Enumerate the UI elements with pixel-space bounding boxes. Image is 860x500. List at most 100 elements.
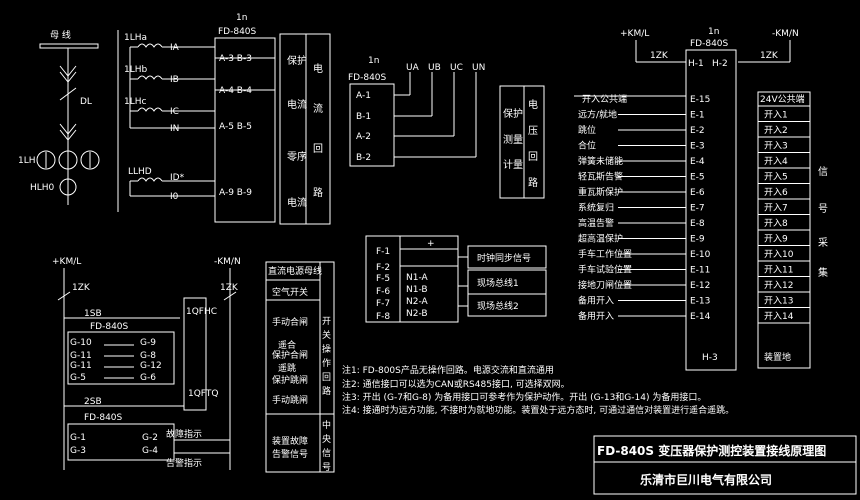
- comm-sub-3: N2-A: [406, 297, 429, 307]
- panel-manual-close: 手动合闸: [272, 316, 308, 328]
- comm-plus: +: [427, 239, 435, 249]
- fault-indicator-label: 故障指示: [166, 428, 202, 440]
- comm-sub-1: N1-A: [406, 273, 429, 283]
- dev1-pin-2: A-4 B-4: [219, 86, 252, 96]
- comm-pin-4: F-6: [376, 287, 390, 297]
- input-right-0: 24V公共端: [760, 93, 805, 105]
- input-right-7: 开入7: [764, 203, 788, 214]
- input-pin-12: E-12: [690, 281, 710, 291]
- panel-protect-close: 保护合闸: [272, 349, 308, 361]
- input-label-10: 手车工作位置: [578, 248, 632, 260]
- dev2-vs-2: 测量: [503, 133, 523, 146]
- ctrl-nkm: -KM/N: [214, 257, 241, 267]
- uc-label: UC: [450, 63, 463, 73]
- input-pin-4: E-4: [690, 157, 705, 167]
- dev1-pin-4: A-9 B-9: [219, 188, 252, 198]
- inputs-nkm: -KM/N: [772, 29, 799, 39]
- input-label-6: 重瓦斯保护: [578, 186, 623, 198]
- panel-manual-trip: 手动跳闸: [272, 394, 308, 406]
- ia-label: IA: [170, 43, 180, 53]
- ub-label: UB: [428, 63, 441, 73]
- ib-label: IB: [170, 75, 179, 85]
- dev2-pin-2: B-1: [356, 112, 371, 122]
- alarm-indicator-label: 告警指示: [166, 457, 202, 469]
- ctrl-g-7: G-12: [140, 361, 162, 371]
- control-section: +KM/L -KM/N 1ZK 1ZK 1SB FD-840S G-10 G-1…: [52, 257, 335, 473]
- dev2-vr-4: 路: [528, 176, 538, 189]
- note-3: 注3: 开出 (G-7和G-8) 为备用接口可参考作为保护动作。开出 (G-13…: [342, 391, 706, 403]
- ctrl-g-8: G-6: [140, 373, 156, 383]
- panel-remote-trip: 遥跳: [278, 362, 296, 374]
- dev2-pin-4: B-2: [356, 153, 371, 163]
- dev2-vs-1: 保护: [503, 107, 523, 120]
- inputs-h3: H-3: [702, 353, 718, 363]
- comm-pin-5: F-7: [376, 299, 390, 309]
- input-pin-10: E-10: [690, 250, 711, 260]
- input-pin-14: E-14: [690, 312, 711, 322]
- ctrl-pr2-1: 中: [322, 419, 331, 431]
- input-right-13: 开入13: [764, 296, 793, 307]
- input-right-2: 开入2: [764, 125, 788, 136]
- input-pin-0: E-15: [690, 95, 710, 105]
- ctrl-g-5: G-9: [140, 338, 156, 348]
- input-label-13: 备用开入: [578, 295, 614, 307]
- dev1-col1-4: 电: [287, 196, 297, 209]
- input-label-9: 超高温保护: [578, 233, 623, 245]
- ctrl-pkm: +KM/L: [52, 257, 81, 267]
- ctrl-pr2-4: 号: [322, 462, 331, 473]
- inputs-model: FD-840S: [690, 39, 729, 49]
- comm-pin-3: F-5: [376, 274, 390, 284]
- panel-device-fault: 装置故障: [272, 435, 308, 447]
- dev2-pin-1: A-1: [356, 91, 371, 101]
- input-pin-11: E-11: [690, 266, 710, 276]
- input-right-10: 开入10: [764, 249, 794, 260]
- input-label-12: 接地刀闸位置: [578, 279, 632, 291]
- inputs-side-4: 集: [818, 266, 828, 279]
- inputs-h2: H-2: [712, 59, 728, 69]
- comm-pin-6: F-8: [376, 312, 390, 322]
- dev1-col2-2: 流: [297, 98, 307, 111]
- dev1-col3-4: 路: [313, 186, 323, 199]
- ctrl-panel-labels: 直流电源母线 空气开关 手动合闸 遥合 保护合闸 遥跳 保护跳闸 手动跳闸 装置…: [268, 265, 322, 460]
- ctrl-pr-4: 作: [322, 357, 331, 369]
- panel-dc-bus: 直流电源母线: [268, 265, 322, 277]
- input-right-1: 开入1: [764, 110, 788, 121]
- ctrl-g2-2: G-3: [70, 446, 86, 456]
- input-pin-2: E-2: [690, 126, 705, 136]
- input-pin-1: E-1: [690, 111, 705, 121]
- hlh-label: HLH0: [30, 183, 55, 193]
- ctrl-pr2-3: 信: [322, 447, 331, 459]
- inputs-side-1: 信: [818, 166, 828, 178]
- ct-a-label: 1LHa: [124, 33, 147, 43]
- inputs-side-3: 采: [818, 237, 828, 249]
- ctrl-g2-1: G-1: [70, 433, 86, 443]
- ctrl-tq: 1QFTQ: [188, 389, 218, 399]
- input-right-4: 开入4: [764, 156, 788, 167]
- inputs-h1: H-1: [688, 59, 704, 69]
- ua-label: UA: [406, 63, 420, 73]
- lh-label: 1LH: [18, 156, 36, 166]
- dev1-col3-1: 电: [313, 62, 323, 75]
- inputs-side-2: 号: [818, 203, 828, 215]
- ctrl-pr2-2: 央: [322, 433, 331, 445]
- dev2-vr-2: 压: [528, 125, 538, 137]
- ctrl-sb2: 2SB: [84, 397, 102, 407]
- ct-d-label: LLHD: [128, 167, 152, 177]
- dev2-vs-3: 计量: [503, 158, 523, 171]
- note-1: 注1: FD-800S产品无操作回路。电源交流和直流通用: [342, 364, 554, 376]
- input-label-8: 高温告警: [578, 217, 614, 229]
- ctrl-pr-1: 开: [322, 316, 331, 327]
- ctrl-pr-2: 关: [322, 329, 331, 341]
- input-label-0: 开入公共端: [582, 93, 627, 105]
- ctrl-g2-3: G-2: [142, 433, 158, 443]
- inputs-zk: 1ZK: [650, 51, 669, 61]
- panel-remote-close: 遥合: [278, 339, 296, 351]
- ctrl-qf: 1QFHC: [186, 307, 217, 317]
- ctrl-model2: FD-840S: [84, 413, 123, 423]
- dev1-num: 1n: [236, 13, 247, 23]
- ctrl-g2-4: G-4: [142, 446, 158, 456]
- dev1-pin-1: A-3 B-3: [219, 54, 252, 64]
